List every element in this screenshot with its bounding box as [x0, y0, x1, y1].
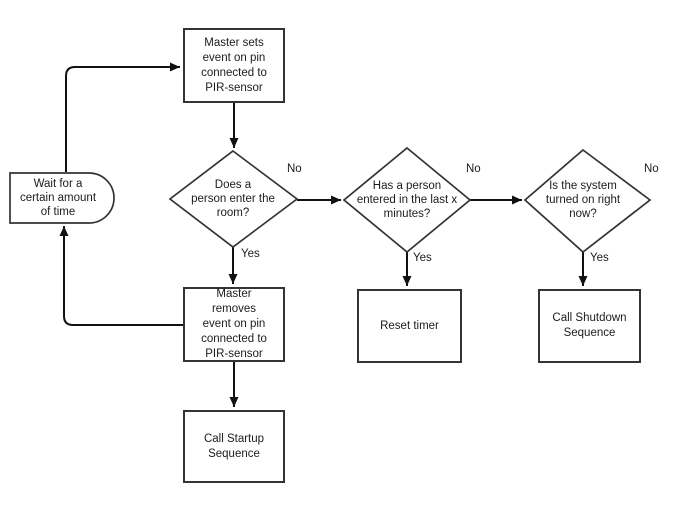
process-box-call-shutdown: Call Shutdown Sequence	[538, 289, 641, 363]
master-sets-label: Master sets event on pin connected to PI…	[201, 36, 267, 94]
call-startup-label: Call Startup Sequence	[203, 432, 265, 460]
call-shutdown-label: Call Shutdown Sequence	[552, 312, 627, 339]
process-box-call-startup: Call Startup Sequence	[183, 410, 285, 483]
edge-wait-to-master-sets	[65, 62, 180, 172]
edge-label-d1-no: No	[287, 163, 302, 175]
reset-timer-label: Reset timer	[380, 319, 439, 332]
edge-master-removes-to-wait	[59, 226, 183, 326]
process-box-master-sets: Master sets event on pin connected to PI…	[183, 28, 285, 103]
edge-label-d3-no: No	[644, 163, 659, 175]
edge-label-d2-yes: Yes	[413, 252, 432, 264]
process-box-master-removes: Master removes event on pin connected to…	[183, 287, 285, 362]
decision-shape-is-system-on	[523, 148, 652, 254]
delay-shape-wait	[9, 172, 115, 224]
edge-label-d2-no: No	[466, 163, 481, 175]
decision-shape-has-person-entered	[342, 146, 472, 254]
edge-label-d3-yes: Yes	[590, 252, 609, 264]
edge-label-d1-yes: Yes	[241, 248, 260, 260]
master-removes-label: Master removes event on pin connected to…	[201, 288, 267, 360]
decision-shape-does-person-enter	[168, 149, 299, 249]
process-box-reset-timer: Reset timer	[357, 289, 462, 363]
